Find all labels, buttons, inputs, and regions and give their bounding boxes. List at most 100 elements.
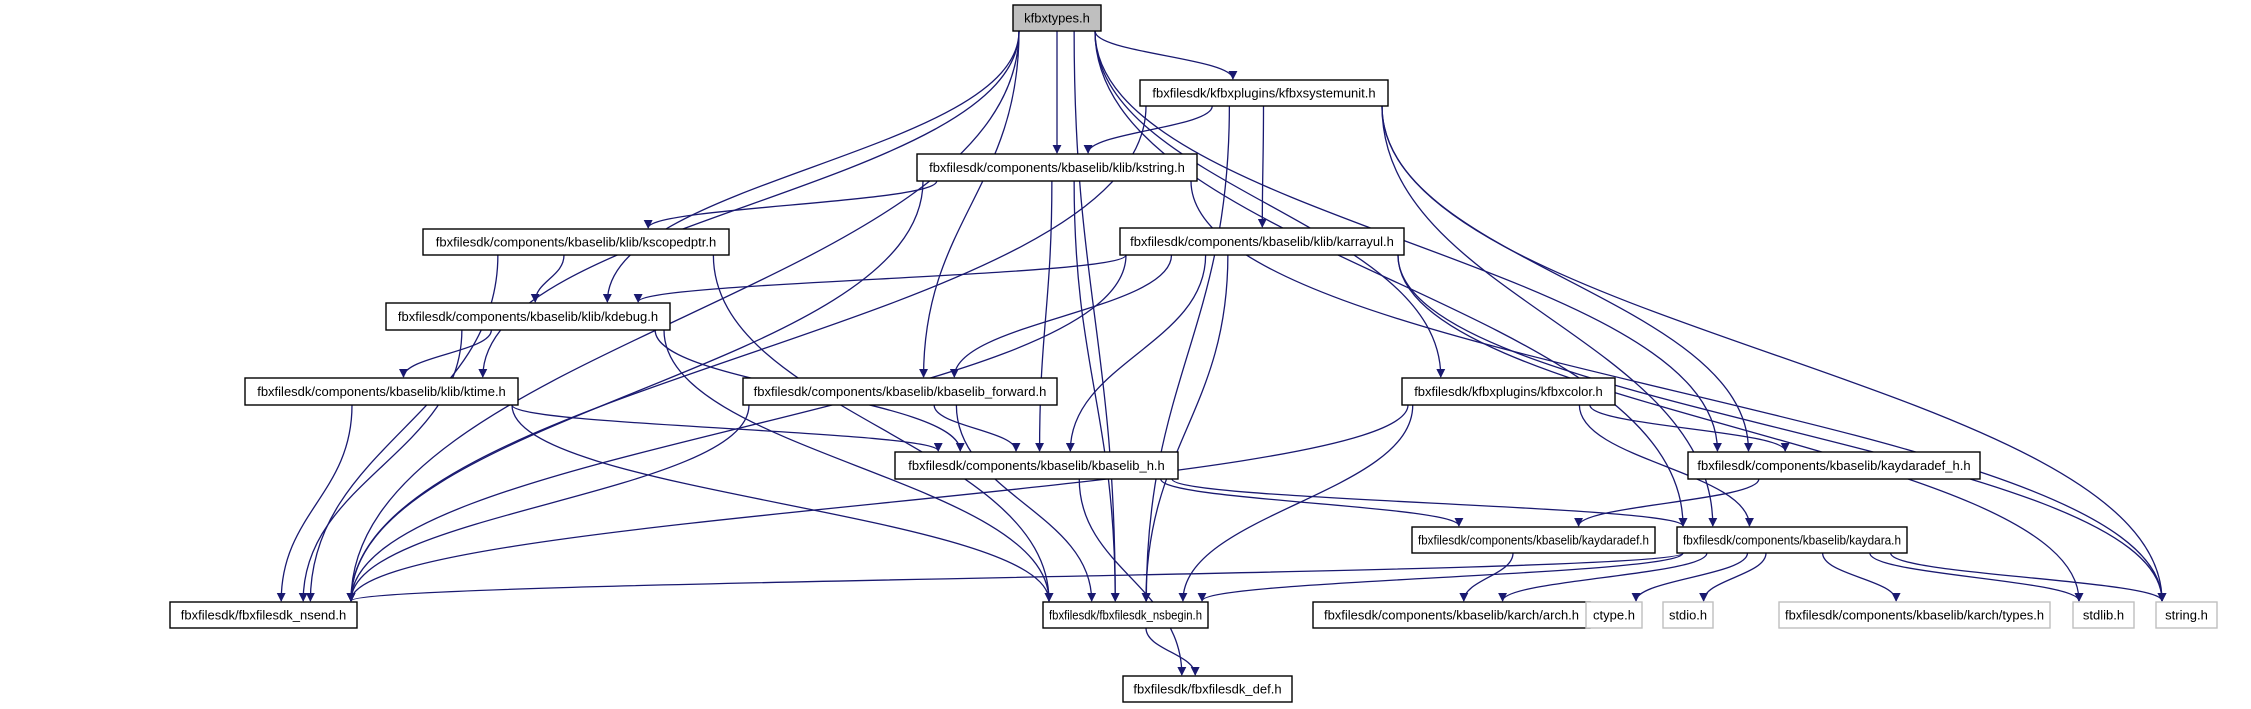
edge-kdebug-to-nsend — [298, 329, 463, 602]
edges-layer — [276, 30, 2167, 676]
node-label: fbxfilesdk/kfbxplugins/kfbxsystemunit.h — [1152, 86, 1375, 101]
edge-kstring-to-nsbegin — [1073, 180, 1120, 602]
node-box — [1778, 601, 2051, 629]
edge-systemunit-to-kstring — [1083, 105, 1213, 154]
node-kbaselib_h[interactable]: fbxfilesdk/components/kbaselib/kbaselib_… — [894, 451, 1179, 480]
node-box — [422, 228, 730, 256]
node-label: fbxfilesdk/components/kbaselib/kaydarade… — [1418, 533, 1649, 548]
node-kstring[interactable]: fbxfilesdk/components/kbaselib/klib/kstr… — [916, 153, 1198, 182]
node-label: string.h — [2165, 608, 2208, 623]
node-box — [169, 601, 358, 629]
edge-karrayul-to-string — [1397, 254, 2167, 602]
node-box — [894, 451, 1179, 480]
node-kbaselib_forward[interactable]: fbxfilesdk/components/kbaselib/kbaselib_… — [742, 377, 1058, 406]
edge-kfbxtypes-to-nsend — [346, 30, 1020, 602]
node-label: fbxfilesdk/components/kbaselib/karch/typ… — [1785, 608, 2044, 623]
node-kaydara[interactable]: fbxfilesdk/components/kbaselib/kaydara.h — [1676, 526, 1908, 554]
edge-systemunit-to-string — [1381, 105, 2167, 602]
edge-kstring-to-string — [1190, 180, 2167, 602]
edge-kaydara-to-stdio — [1699, 552, 1767, 602]
node-label: fbxfilesdk/kfbxplugins/kfbxcolor.h — [1414, 384, 1603, 399]
edge-kstring-to-nsend — [346, 180, 924, 602]
node-label: fbxfilesdk/components/kbaselib/klib/karr… — [1130, 234, 1394, 249]
edge-kaydara-to-string — [1889, 552, 2167, 602]
edge-kaydara-to-ctype — [1631, 552, 1749, 602]
edge-karrayul-to-nsbegin — [1141, 254, 1229, 602]
node-arch[interactable]: fbxfilesdk/components/kbaselib/karch/arc… — [1312, 601, 1591, 629]
node-karrayul[interactable]: fbxfilesdk/components/kbaselib/klib/karr… — [1119, 227, 1405, 256]
node-label: fbxfilesdk/components/kbaselib/klib/kdeb… — [398, 309, 658, 324]
node-label: fbxfilesdk/components/kbaselib/kaydarade… — [1697, 458, 1970, 473]
edge-kfbxtypes-to-kaydaradef_h — [1094, 30, 1722, 452]
node-label: fbxfilesdk/components/kbaselib/kbaselib_… — [908, 458, 1165, 473]
node-kfbxtypes[interactable]: kfbxtypes.h — [1012, 4, 1102, 32]
edge-systemunit-to-nsbegin — [1141, 105, 1231, 602]
node-def[interactable]: fbxfilesdk/fbxfilesdk_def.h — [1122, 675, 1293, 703]
edge-karrayul-to-kbaselib_h — [1065, 254, 1207, 452]
node-box — [742, 377, 1058, 406]
edge-kaydara-to-types — [1821, 552, 1901, 602]
node-label: kfbxtypes.h — [1024, 11, 1090, 26]
edge-kscopedptr-to-nsbegin — [712, 254, 1054, 602]
edge-ktime-to-nsend — [276, 404, 353, 602]
edge-kbaselib_h-to-kaydara — [1171, 478, 1688, 527]
edge-ktime-to-nsbegin — [511, 404, 1054, 602]
node-label: stdlib.h — [2083, 608, 2124, 623]
edge-systemunit-to-karrayul — [1257, 105, 1267, 228]
node-box — [1012, 4, 1102, 32]
node-label: fbxfilesdk/components/kbaselib/kbaselib_… — [754, 384, 1047, 399]
edge-kaydara-to-arch — [1498, 552, 1708, 602]
node-label: fbxfilesdk/components/kbaselib/klib/kstr… — [929, 160, 1185, 175]
node-box — [1585, 601, 1643, 629]
node-kscopedptr[interactable]: fbxfilesdk/components/kbaselib/klib/ksco… — [422, 228, 730, 256]
node-label: fbxfilesdk/components/kbaselib/klib/ktim… — [257, 384, 506, 399]
edge-systemunit-to-kaydara — [1381, 105, 1718, 527]
node-box — [916, 153, 1198, 182]
edge-kaydaradef_h-to-kaydaradef — [1574, 478, 1760, 527]
node-label: fbxfilesdk/components/kbaselib/klib/ksco… — [436, 235, 716, 250]
node-kaydaradef_h[interactable]: fbxfilesdk/components/kbaselib/kaydarade… — [1687, 451, 1981, 480]
edge-kfbxtypes-to-kbaselib_forward — [919, 30, 1020, 378]
nodes-layer: kfbxtypes.h fbxfilesdk/kfbxplugins/kfbxsy… — [169, 4, 2218, 703]
edge-kscopedptr-to-kdebug — [530, 254, 565, 303]
edge-karrayul-to-kdebug — [633, 254, 1127, 303]
node-box — [1662, 601, 1714, 629]
node-types: fbxfilesdk/components/kbaselib/karch/typ… — [1778, 601, 2051, 629]
node-nsend[interactable]: fbxfilesdk/fbxfilesdk_nsend.h — [169, 601, 358, 629]
edge-kaydara-to-nsbegin — [1197, 552, 1684, 602]
node-box — [1122, 675, 1293, 703]
node-kaydaradef[interactable]: fbxfilesdk/components/kbaselib/kaydarade… — [1411, 526, 1656, 554]
edge-kbaselib_forward-to-nsend — [346, 404, 750, 602]
edge-kbaselib_forward-to-nsbegin — [955, 404, 1097, 602]
node-string: string.h — [2155, 601, 2218, 629]
node-label: fbxfilesdk/components/kbaselib/kaydara.h — [1683, 533, 1901, 548]
node-ctype: ctype.h — [1585, 601, 1643, 629]
node-label: fbxfilesdk/fbxfilesdk_def.h — [1133, 682, 1281, 697]
node-kfbxcolor[interactable]: fbxfilesdk/kfbxplugins/kfbxcolor.h — [1401, 377, 1616, 406]
node-ktime[interactable]: fbxfilesdk/components/kbaselib/klib/ktim… — [244, 377, 519, 406]
node-box — [1312, 601, 1591, 629]
edge-kaydara-to-stdlib — [1869, 552, 2084, 602]
node-box — [2072, 601, 2135, 629]
edge-kfbxtypes-to-kdebug — [602, 30, 1020, 303]
edge-kbaselib_h-to-kaydaradef — [1160, 478, 1464, 527]
node-box — [385, 302, 671, 331]
edge-kaydara-to-nsend — [347, 552, 1684, 602]
node-box — [1676, 526, 1908, 554]
edge-kstring-to-kbaselib_h — [1035, 180, 1053, 452]
edge-kbaselib_h-to-def — [1078, 478, 1187, 676]
node-box — [1139, 79, 1389, 107]
edge-kfbxtypes-to-systemunit — [1094, 30, 1238, 80]
edge-kfbxtypes-to-nsbegin — [1073, 30, 1120, 602]
node-nsbegin[interactable]: fbxfilesdk/fbxfilesdk_nsbegin.h — [1042, 601, 1209, 629]
node-label: stdio.h — [1669, 608, 1707, 623]
node-box — [244, 377, 519, 406]
node-kdebug[interactable]: fbxfilesdk/components/kbaselib/klib/kdeb… — [385, 302, 671, 331]
node-box — [1411, 526, 1656, 554]
node-stdio: stdio.h — [1662, 601, 1714, 629]
edge-kfbxtypes-to-kfbxcolor — [1094, 30, 1446, 378]
node-box — [1687, 451, 1981, 480]
node-systemunit[interactable]: fbxfilesdk/kfbxplugins/kfbxsystemunit.h — [1139, 79, 1389, 107]
node-box — [1119, 227, 1405, 256]
